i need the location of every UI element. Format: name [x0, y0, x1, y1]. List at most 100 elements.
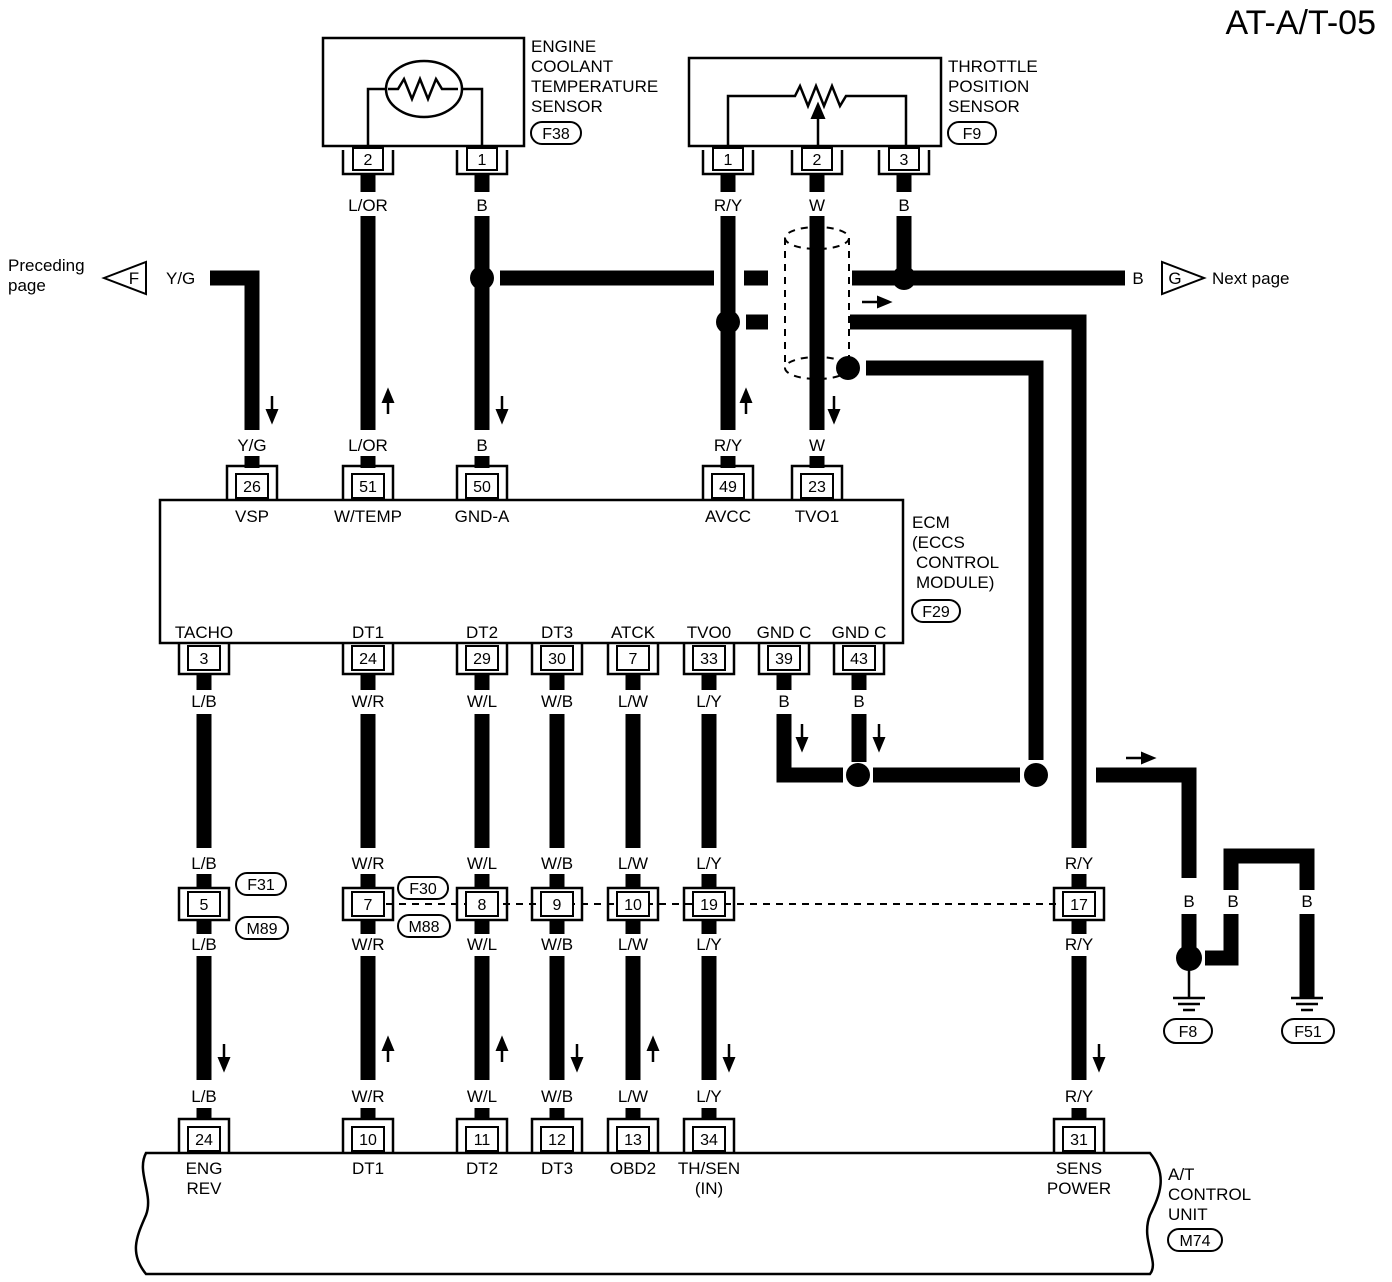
tcu-pin-name: DT1 [352, 1159, 384, 1178]
ecm-pin-name: TACHO [175, 623, 233, 642]
tcu-pin-name: ENG [186, 1159, 223, 1178]
ecm-body [158, 498, 905, 645]
svg-text:2: 2 [813, 152, 822, 169]
upper-wires [210, 174, 1125, 848]
wire-color: L/B [191, 1087, 217, 1106]
svg-text:11: 11 [474, 1132, 491, 1149]
svg-text:31: 31 [1070, 1132, 1088, 1149]
wire-color: L/Y [696, 1087, 722, 1106]
joint-pin-7: 7 [341, 874, 395, 934]
ecm-pin-name: VSP [235, 507, 269, 526]
svg-text:13: 13 [624, 1132, 642, 1149]
preceding-page-connector[interactable]: F Preceding page Y/G [8, 256, 195, 296]
joint-color-top: W/B [541, 854, 573, 873]
ground-wire-color: B [1301, 892, 1312, 911]
ecm-pin-name: DT2 [466, 623, 498, 642]
ecm-pin-name: W/TEMP [334, 507, 402, 526]
svg-text:51: 51 [359, 479, 377, 496]
joint-pin-17: 17 [1052, 874, 1106, 934]
ecm-pin-26: 26 VSP [225, 456, 279, 526]
tcu-pin-name: SENS [1056, 1159, 1102, 1178]
ecm-pin-33: TVO0 33 L/Y [682, 623, 736, 711]
ecm-label-2: (ECCS [912, 533, 965, 552]
joint-pin-19: 19 [682, 874, 736, 934]
tcu-pin-13: L/W 13 OBD2 [606, 1087, 660, 1178]
joint-pin-5: 5 [177, 874, 231, 934]
ecm-pin-29: DT2 29 W/L [455, 623, 509, 711]
joint-color-bottom: W/B [541, 935, 573, 954]
tcu-body [134, 1151, 1162, 1276]
joint-color-bottom: R/Y [1065, 935, 1093, 954]
ecm-pin-name: TVO1 [795, 507, 839, 526]
tcu-connector-tag [1167, 1228, 1223, 1252]
svg-text:3: 3 [200, 651, 209, 668]
wire-color: B [853, 692, 864, 711]
joint-color-bottom: L/Y [696, 935, 722, 954]
ecm-pin-name: GND-A [455, 507, 510, 526]
wire-color: R/Y [1065, 1087, 1093, 1106]
tps-label-1: THROTTLE [948, 57, 1038, 76]
tcu-pin-10: W/R 10 DT1 [341, 1087, 395, 1178]
svg-text:50: 50 [473, 479, 491, 496]
ecm-pin-3: TACHO 3 L/B [175, 623, 233, 711]
joint-color-top: L/B [191, 854, 217, 873]
ecm-connector-id: F29 [922, 604, 950, 621]
tps-connector-tag [947, 121, 997, 145]
thermistor-resistor [388, 75, 458, 103]
ecm-pin-23: 23 TVO1 [790, 456, 844, 526]
ecm-pin-30: DT3 30 W/B [530, 623, 584, 711]
ecm-pin-43: GND C 43 B [832, 623, 887, 711]
tps-wiper-arrow-icon [810, 101, 826, 119]
wire-color: W/L [467, 1087, 497, 1106]
ecm-pin-51: 51 W/TEMP [334, 456, 402, 526]
svg-text:1: 1 [478, 152, 487, 169]
tps-pin-3: 3 [877, 147, 931, 176]
ecm-top-color-23: W [809, 436, 825, 455]
svg-text:12: 12 [548, 1132, 566, 1149]
ecm-pin-name: GND C [757, 623, 812, 642]
svg-text:5: 5 [200, 897, 209, 914]
ecm-pin-7: ATCK 7 L/W [606, 623, 660, 711]
tps-label-2: POSITION [948, 77, 1029, 96]
svg-text:43: 43 [850, 651, 868, 668]
svg-text:24: 24 [195, 1132, 213, 1149]
next-wire-color: B [1132, 269, 1143, 288]
wire-color: W/B [541, 692, 573, 711]
next-page-connector[interactable]: B G Next page [1132, 260, 1290, 296]
svg-text:29: 29 [473, 651, 491, 668]
offpage-f-flag-icon [101, 260, 147, 296]
tcu-pin-12: W/B 12 DT3 [530, 1087, 584, 1178]
svg-text:10: 10 [624, 897, 642, 914]
ect-connector-tag [530, 121, 582, 145]
wire-color: W/R [351, 1087, 384, 1106]
tps-body [687, 56, 943, 148]
joint-pin-10: 10 [606, 874, 660, 934]
ecm-module: ECM (ECCS CONTROL MODULE) F29 [158, 498, 999, 645]
svg-text:M89: M89 [246, 921, 277, 938]
wire-color: L/Y [696, 692, 722, 711]
wire-color: B [778, 692, 789, 711]
preceding-label-1: Preceding [8, 256, 85, 275]
tcu-pin-31: R/Y 31 SENS POWER [1047, 1087, 1111, 1198]
tcu-pin-name-2: REV [187, 1179, 223, 1198]
ect-label-4: SENSOR [531, 97, 603, 116]
ecm-pin-name: AVCC [705, 507, 751, 526]
ecm-pin-name: ATCK [611, 623, 656, 642]
connector-tag-f30: F30 [397, 876, 449, 900]
tps-label-3: SENSOR [948, 97, 1020, 116]
connector-tag-f31: F31 [235, 872, 287, 896]
splice-dot [470, 266, 494, 290]
svg-text:9: 9 [553, 897, 562, 914]
joint-color-bottom: W/L [467, 935, 497, 954]
tcu-label-1: A/T [1168, 1165, 1194, 1184]
offpage-g-letter: G [1168, 269, 1181, 288]
splice-dot [716, 310, 740, 334]
lower-wires [196, 674, 1315, 1080]
tcu-pin-24: L/B 24 ENG REV [177, 1087, 231, 1198]
ect-sensor-body [321, 36, 526, 148]
tcu-pin-name-2: POWER [1047, 1179, 1111, 1198]
ecm-top-color-49: R/Y [714, 436, 742, 455]
tps-pin-1: 1 [701, 147, 755, 176]
tcu-pin-name: DT2 [466, 1159, 498, 1178]
ground-point-f51: F51 [1281, 1018, 1335, 1044]
